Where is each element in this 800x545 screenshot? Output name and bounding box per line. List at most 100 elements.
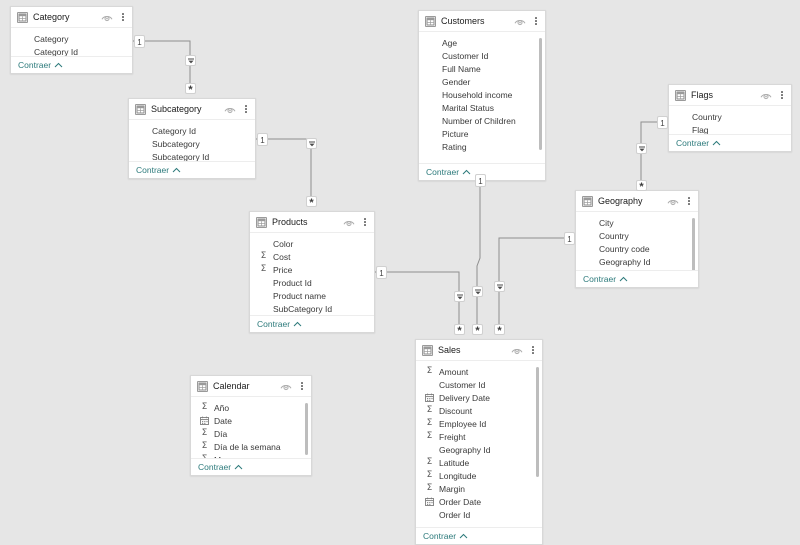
field-row[interactable]: Marital Status [419,101,545,114]
relationship-line-products-sales[interactable] [375,271,460,329]
more-options-icon[interactable] [361,216,369,228]
table-header-subcategory[interactable]: Subcategory [129,99,255,120]
table-header-customers[interactable]: Customers [419,11,545,32]
collapse-button[interactable]: Contraer [426,167,471,177]
field-row[interactable]: Category [11,32,132,45]
vertical-scrollbar[interactable] [536,367,539,477]
vertical-scrollbar[interactable] [539,38,542,150]
table-header-calendar[interactable]: Calendar [191,376,311,397]
field-row[interactable]: Age [419,36,545,49]
collapse-button[interactable]: Contraer [423,531,468,541]
collapse-button[interactable]: Contraer [257,319,302,329]
field-row[interactable]: SubCategory Id [250,302,374,315]
collapse-button[interactable]: Contraer [18,60,63,70]
field-row[interactable]: Picture [419,127,545,140]
field-row[interactable]: Order Id [416,508,542,521]
field-row[interactable]: ΣMes [191,453,311,459]
more-options-icon[interactable] [685,195,693,207]
field-row[interactable]: Full Name [419,62,545,75]
collapse-button[interactable]: Contraer [583,274,628,284]
field-row[interactable]: Category Id [129,124,255,137]
collapse-button[interactable]: Contraer [198,462,243,472]
table-header-geography[interactable]: Geography [576,191,698,212]
field-row[interactable]: Flag [669,123,791,135]
eye-hide-icon[interactable] [343,218,355,227]
field-row[interactable]: Color [250,237,374,250]
eye-hide-icon[interactable] [514,17,526,26]
table-header-products[interactable]: Products [250,212,374,233]
collapse-button[interactable]: Contraer [136,165,181,175]
field-row[interactable]: Date [191,414,311,427]
eye-hide-icon[interactable] [511,346,523,355]
collapse-button[interactable]: Contraer [676,138,721,148]
field-row[interactable]: Geography Id [576,255,698,268]
more-options-icon[interactable] [298,380,306,392]
field-row[interactable]: Number of Children [419,114,545,127]
field-row[interactable]: City [576,216,698,229]
field-row[interactable]: Subcategory Id [129,150,255,162]
field-row[interactable]: Category Id [11,45,132,57]
more-options-icon[interactable] [119,11,127,23]
eye-hide-icon[interactable] [280,382,292,391]
more-options-icon[interactable] [242,103,250,115]
field-row[interactable]: Subcategory [129,137,255,150]
relationship-line-geography-sales[interactable] [498,237,575,329]
field-row[interactable]: Country code [576,242,698,255]
relationship-line-customers-sales[interactable] [476,181,481,329]
field-row[interactable]: Customer Id [419,49,545,62]
field-row[interactable]: Country [576,229,698,242]
field-row[interactable]: Delivery Date [416,391,542,404]
field-row[interactable]: Household income [419,88,545,101]
more-options-icon[interactable] [529,344,537,356]
field-row[interactable]: Gender [419,75,545,88]
field-row[interactable]: Rating [419,140,545,153]
field-row[interactable]: Customer Id [416,378,542,391]
table-header-sales[interactable]: Sales [416,340,542,361]
eye-hide-icon[interactable] [101,13,113,22]
field-row[interactable]: Order Date [416,495,542,508]
vertical-scrollbar[interactable] [692,218,695,270]
vertical-scrollbar[interactable] [305,403,308,455]
field-row[interactable]: Country [669,110,791,123]
eye-hide-icon[interactable] [667,197,679,206]
field-row[interactable]: Product name [250,289,374,302]
more-options-icon[interactable] [532,15,540,27]
table-header-flags[interactable]: Flags [669,85,791,106]
field-row[interactable]: Product Id [250,276,374,289]
table-header-category[interactable]: Category [11,7,132,28]
field-row[interactable]: Geography Id [416,443,542,456]
eye-hide-icon[interactable] [224,105,236,114]
more-options-icon[interactable] [778,89,786,101]
relationship-line-subcategory-products[interactable] [256,138,312,201]
eye-hide-icon[interactable] [760,91,772,100]
